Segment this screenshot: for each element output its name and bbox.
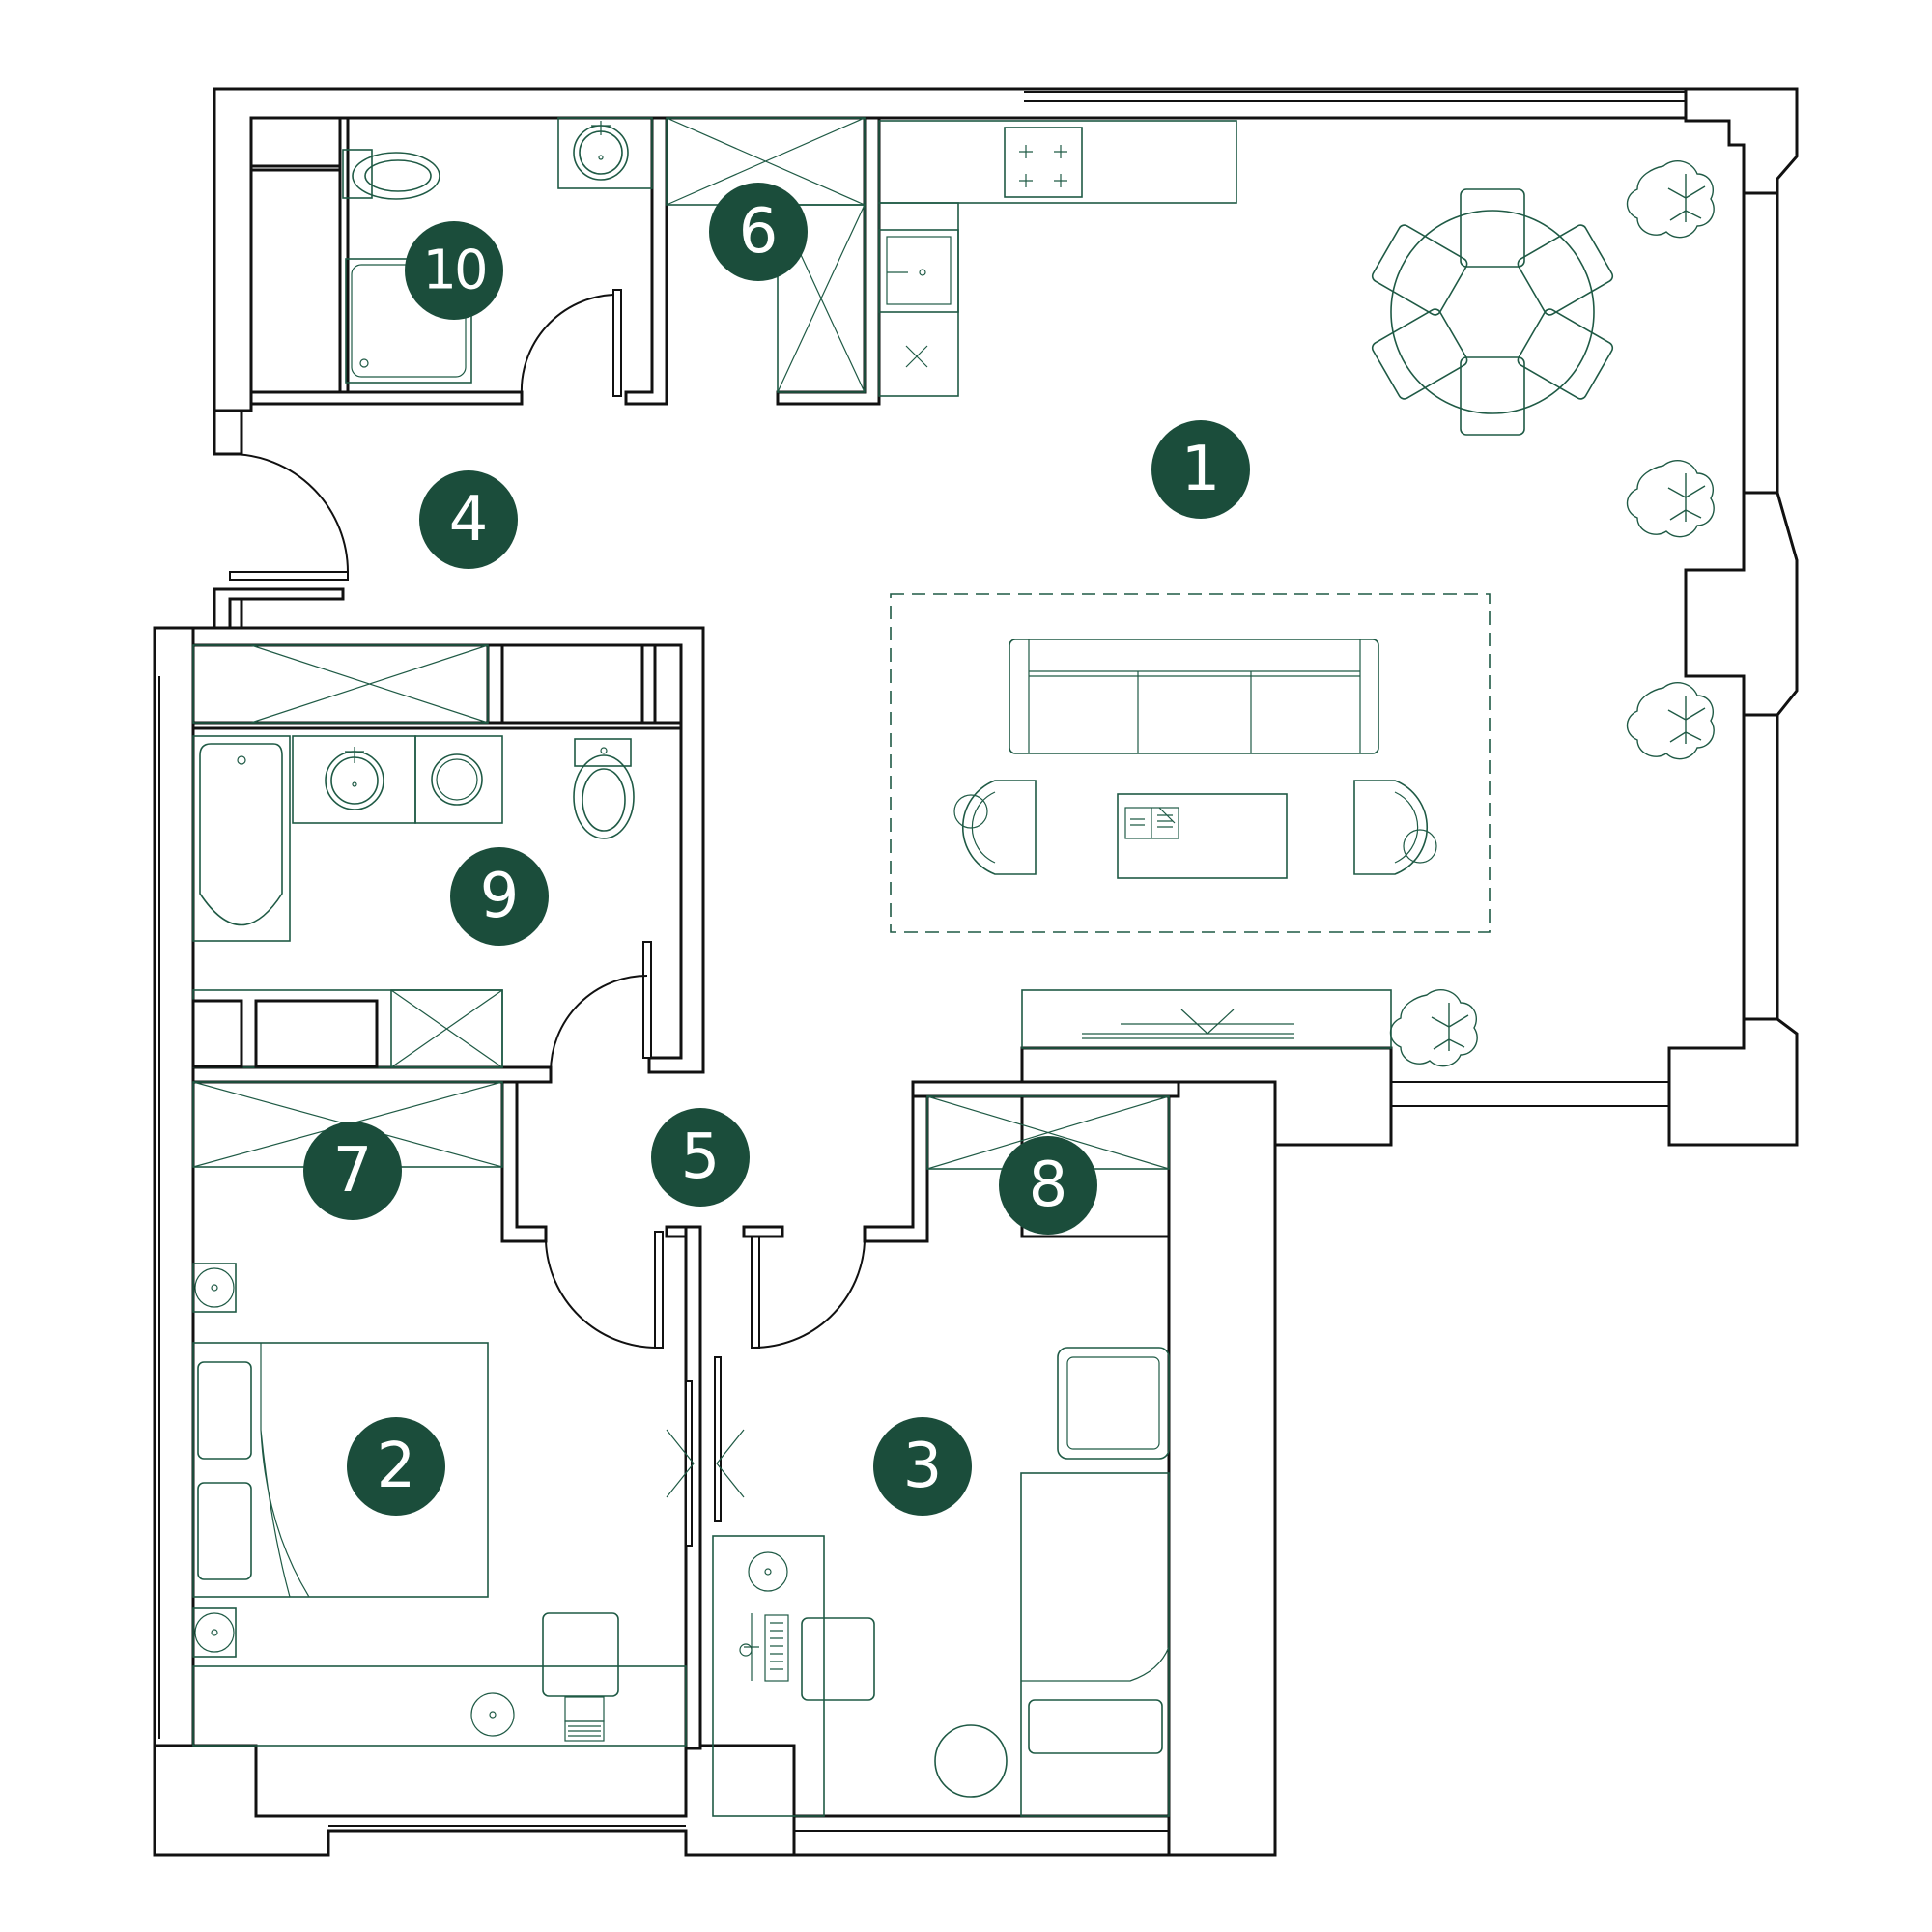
round-table-icon xyxy=(934,1724,1008,1798)
single-bed-icon xyxy=(1020,1472,1170,1817)
toilet-icon xyxy=(573,738,635,839)
round-dining-table-icon xyxy=(1371,188,1614,436)
room-badge-2-label: 2 xyxy=(377,1431,416,1502)
tv-console-icon xyxy=(1021,989,1392,1049)
room-badge-7[interactable]: 7 xyxy=(303,1122,402,1220)
room-badge-4-label: 4 xyxy=(449,484,489,555)
room-badge-8[interactable]: 8 xyxy=(999,1136,1097,1235)
room-badge-8-label: 8 xyxy=(1029,1150,1068,1221)
armchair-icon xyxy=(953,780,1037,875)
sink-icon xyxy=(292,735,416,824)
bath-9-fixtures xyxy=(191,644,635,1068)
living-area xyxy=(890,593,1491,933)
room-badge-6-label: 6 xyxy=(739,196,779,268)
wardrobe-icon xyxy=(192,644,489,724)
room-badge-3[interactable]: 3 xyxy=(873,1417,972,1516)
nightstand-icon xyxy=(192,1263,237,1313)
desk-icon xyxy=(192,1612,687,1747)
room-badge-2[interactable]: 2 xyxy=(347,1417,445,1516)
kitchen-fixtures xyxy=(878,120,1237,397)
nightstand-icon xyxy=(192,1607,237,1658)
room-badge-9[interactable]: 9 xyxy=(450,847,549,946)
room-badge-4[interactable]: 4 xyxy=(419,470,518,569)
windows xyxy=(158,91,1686,1832)
room-badge-10[interactable]: 10 xyxy=(405,221,503,320)
double-bed-icon xyxy=(192,1342,489,1598)
room-badge-1-label: 1 xyxy=(1181,434,1221,505)
sink-icon xyxy=(557,117,653,189)
outer-walls xyxy=(153,87,1799,1857)
coffee-table-icon xyxy=(1117,793,1288,879)
room-badge-7-label: 7 xyxy=(333,1135,373,1207)
room-badge-5-label: 5 xyxy=(681,1122,721,1193)
tree-icon xyxy=(1389,989,1478,1067)
room-badge-3-label: 3 xyxy=(903,1431,943,1502)
rug xyxy=(890,593,1491,933)
bedroom-2-furniture xyxy=(192,1263,687,1747)
stove-icon xyxy=(1004,127,1083,198)
room-badge-9-label: 9 xyxy=(480,861,520,932)
room-badge-1[interactable]: 1 xyxy=(1151,420,1250,519)
tree-icon xyxy=(1626,682,1715,760)
desk-icon xyxy=(712,1535,875,1817)
armchair-icon xyxy=(1057,1347,1170,1460)
room-badge-6[interactable]: 6 xyxy=(709,183,808,281)
bathtub-icon xyxy=(192,735,291,942)
three-seat-sofa-icon xyxy=(1009,639,1379,754)
room-badge-10-label: 10 xyxy=(422,240,485,302)
inner-walls xyxy=(191,116,1180,1750)
washing-machine-icon xyxy=(414,735,503,824)
room-badge-5[interactable]: 5 xyxy=(651,1108,750,1207)
doors xyxy=(229,289,866,1547)
wardrobe-icon xyxy=(390,989,503,1068)
toilet-icon xyxy=(342,149,440,200)
bedroom-3-furniture xyxy=(712,1347,1170,1817)
sink-icon xyxy=(878,229,959,313)
tree-icon xyxy=(1626,160,1715,239)
armchair-icon xyxy=(1353,780,1437,875)
tree-icon xyxy=(1626,460,1715,538)
